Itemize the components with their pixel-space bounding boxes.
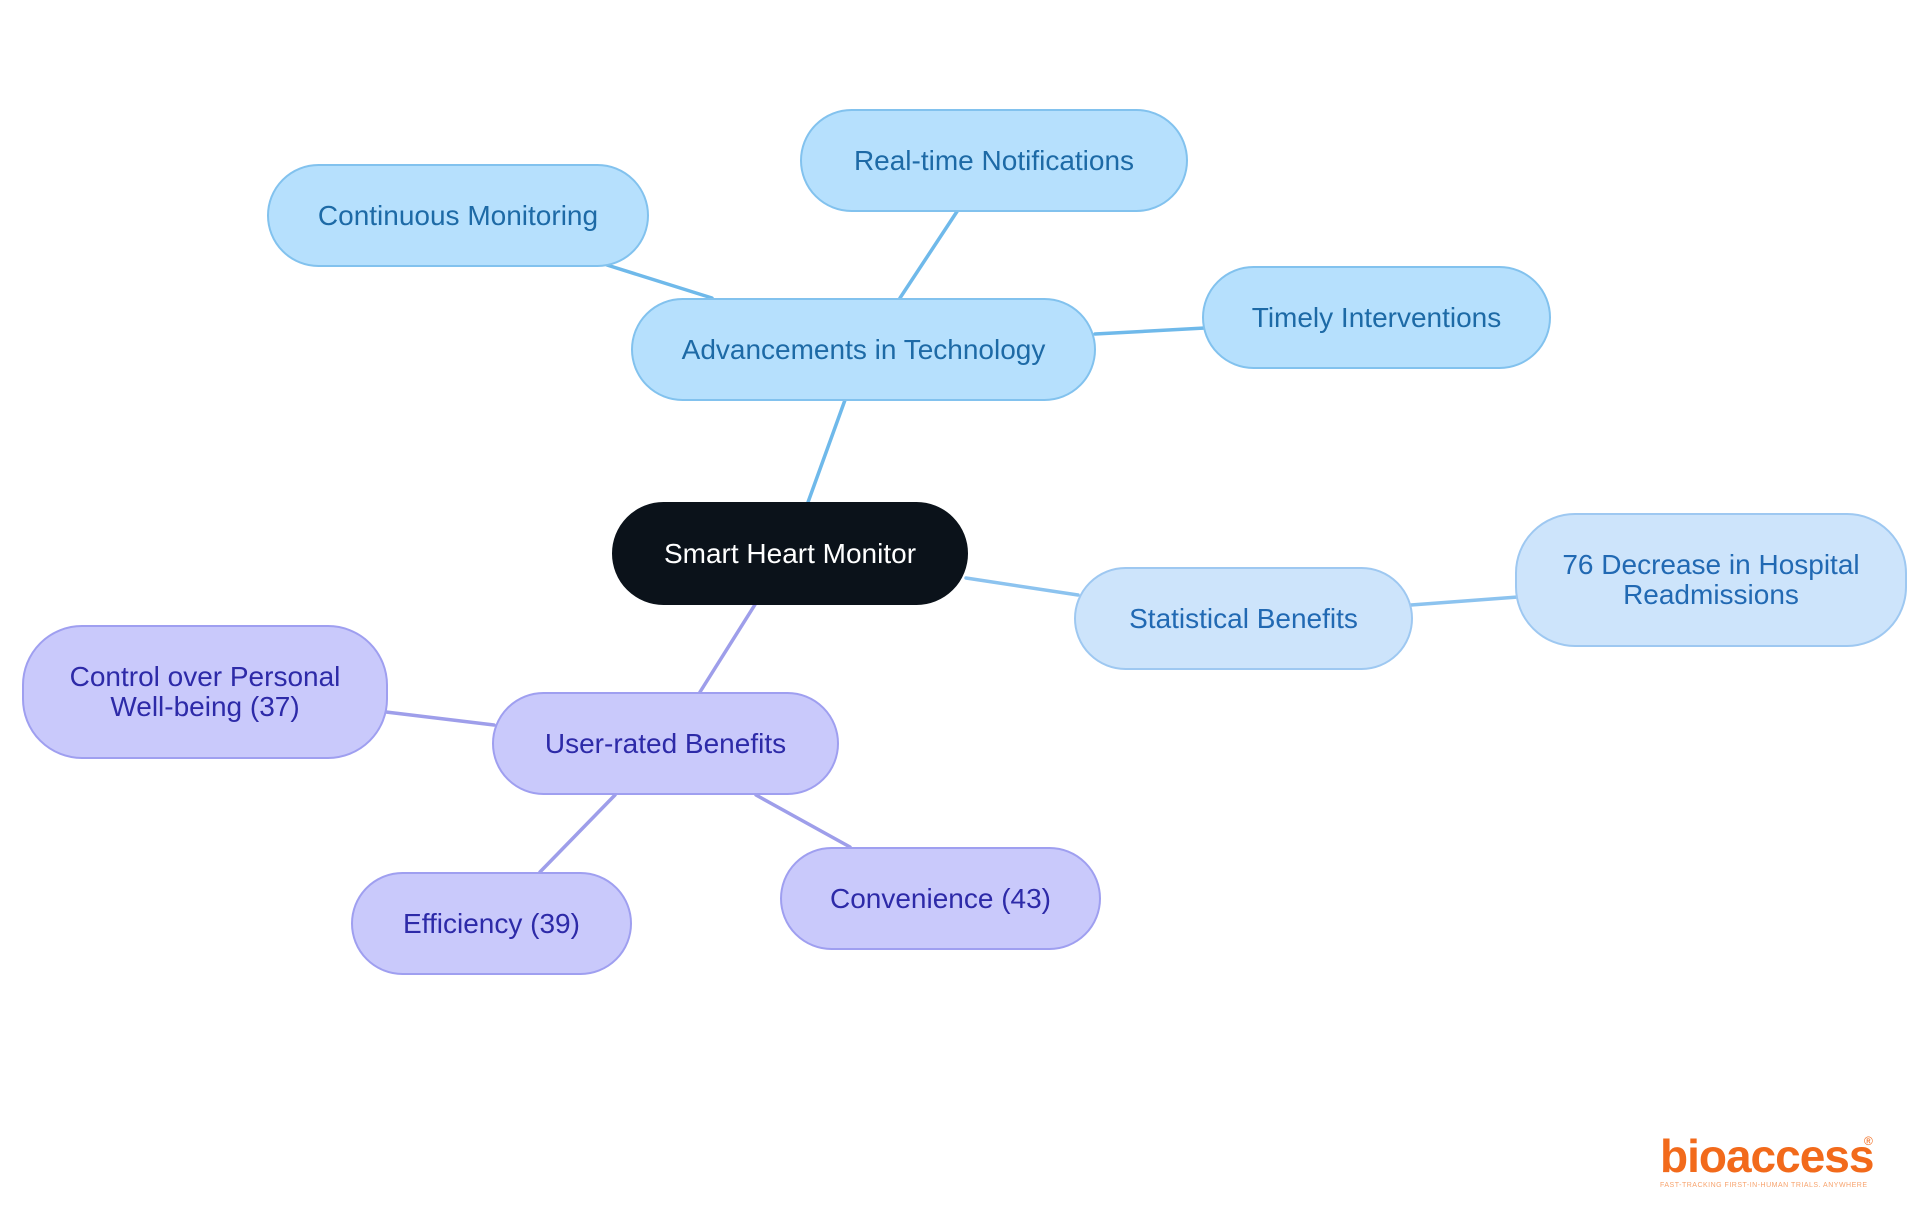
node-realtime-notifications[interactable]: Real-time Notifications	[800, 109, 1188, 212]
node-timely-interventions[interactable]: Timely Interventions	[1202, 266, 1551, 369]
node-efficiency[interactable]: Efficiency (39)	[351, 872, 632, 975]
node-decrease-hospital-readmissions[interactable]: 76 Decrease in Hospital Readmissions	[1515, 513, 1907, 647]
node-label: Efficiency (39)	[403, 907, 580, 939]
edge-technology-continuous-monitoring	[605, 263, 714, 300]
root-node-label: Smart Heart Monitor	[663, 537, 917, 569]
edge-user-benefits-convenience	[754, 793, 852, 849]
registered-mark: ®	[1864, 1134, 1873, 1148]
edge-root-technology	[805, 398, 847, 507]
bioaccess-logo: bioaccess ® FAST-TRACKING FIRST-IN-HUMAN…	[1660, 1132, 1880, 1189]
edge-user-benefits-control	[384, 710, 496, 727]
node-label: Timely Interventions	[1251, 301, 1502, 333]
edge-statistics-readmissions	[1409, 595, 1520, 607]
node-label: Continuous Monitoring	[317, 199, 599, 231]
logo-wordmark: bioaccess	[1660, 1130, 1874, 1182]
node-user-rated-benefits[interactable]: User-rated Benefits	[492, 692, 839, 795]
node-label: Statistical Benefits	[1129, 602, 1358, 634]
node-advancements-in-technology[interactable]: Advancements in Technology	[631, 298, 1096, 401]
node-label: Real-time Notifications	[853, 144, 1135, 176]
edge-user-benefits-efficiency	[538, 793, 617, 874]
node-control-personal-wellbeing[interactable]: Control over Personal Well-being (37)	[22, 625, 388, 759]
node-label: User-rated Benefits	[544, 727, 787, 759]
node-label: 76 Decrease in Hospital Readmissions	[1562, 549, 1860, 610]
edge-technology-timely-interventions	[1093, 326, 1207, 336]
node-statistical-benefits[interactable]: Statistical Benefits	[1074, 567, 1413, 670]
node-convenience[interactable]: Convenience (43)	[780, 847, 1101, 950]
node-continuous-monitoring[interactable]: Continuous Monitoring	[267, 164, 649, 267]
root-node-smart-heart-monitor[interactable]: Smart Heart Monitor	[612, 502, 968, 605]
node-label: Advancements in Technology	[681, 333, 1046, 365]
node-label: Control over Personal Well-being (37)	[69, 661, 341, 722]
edge-technology-realtime-notifications	[898, 208, 960, 300]
edge-root-statistics	[964, 576, 1080, 597]
node-label: Convenience (43)	[829, 882, 1052, 914]
logo-tagline: FAST-TRACKING FIRST-IN-HUMAN TRIALS. ANY…	[1660, 1182, 1868, 1189]
edge-root-user-benefits	[698, 601, 758, 694]
